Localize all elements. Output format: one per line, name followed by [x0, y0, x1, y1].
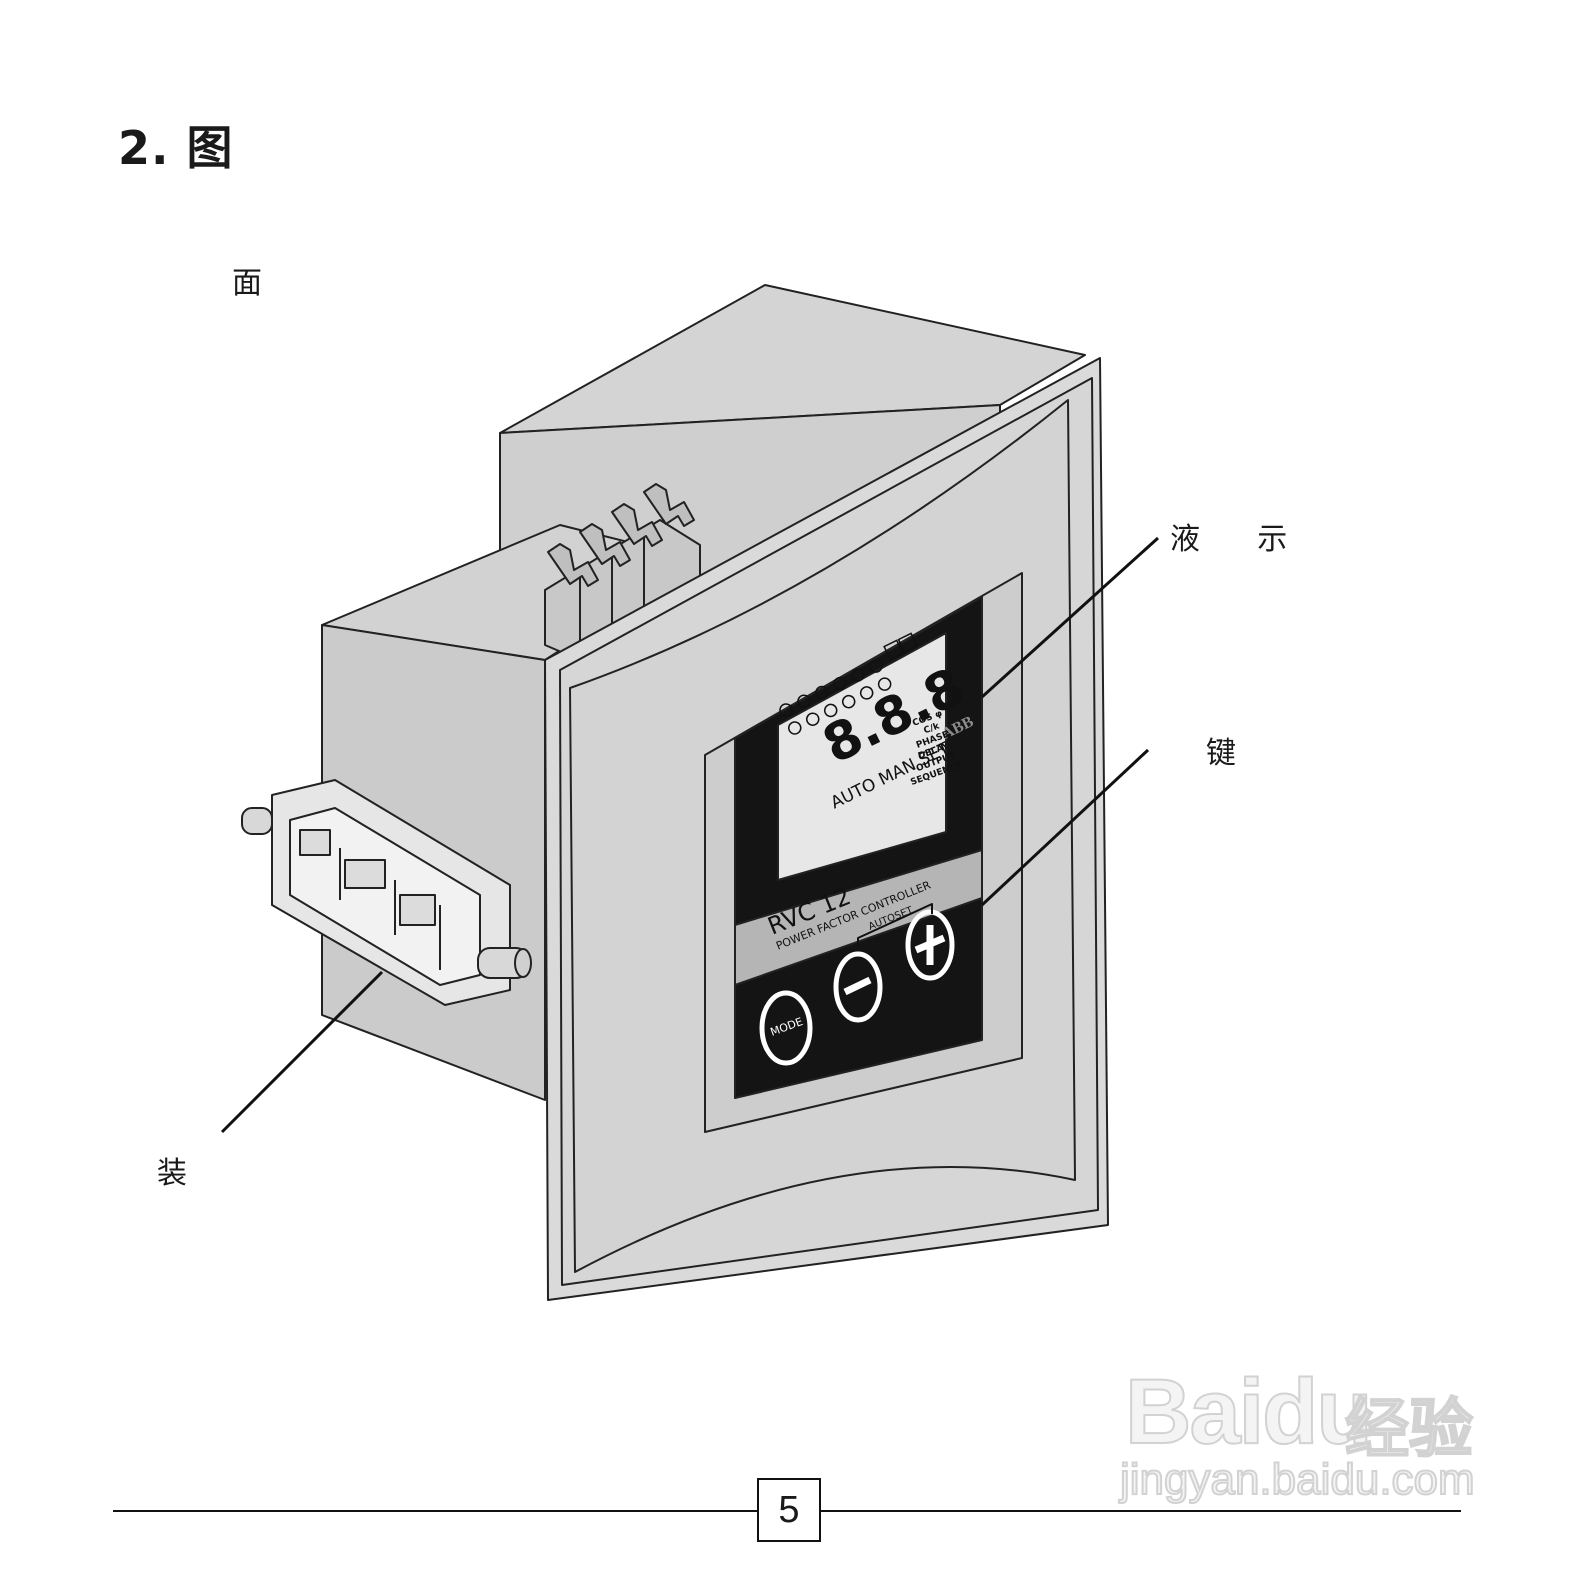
section-heading: 2. 图	[118, 121, 234, 175]
leader-lcd	[980, 536, 1160, 699]
lcd-glass	[777, 632, 947, 881]
indicator-icon	[797, 694, 811, 708]
watermark-logo-cn: 经验	[1344, 1392, 1474, 1468]
indicator-icon	[823, 703, 838, 718]
minus-button	[833, 951, 883, 1023]
callout-mount: 装	[157, 1156, 187, 1191]
callout-keys: 键	[1206, 736, 1236, 771]
callout-lcd: 液 示	[1170, 522, 1288, 557]
leader-keys	[980, 748, 1150, 907]
autoset-bracket	[857, 903, 933, 948]
leader-mount	[220, 970, 384, 1134]
indicator-icon	[779, 703, 793, 717]
mode-button	[759, 990, 813, 1066]
trend-down-icon	[897, 632, 919, 654]
indicator-icon	[869, 659, 883, 673]
indicator-icon	[859, 686, 874, 700]
indicator-icon	[815, 685, 829, 700]
footer-rule-right	[821, 1510, 1461, 1512]
indicator-icon	[841, 694, 856, 709]
trend-up-icon	[883, 639, 904, 661]
mounting-clamp	[241, 779, 532, 1006]
minus-icon	[843, 976, 872, 996]
page-number: 5	[757, 1478, 821, 1542]
indicator-icon	[851, 668, 865, 682]
watermark-url: jingyan.baidu.com	[1119, 1454, 1476, 1505]
indicator-icon	[877, 677, 892, 691]
footer-rule-left	[113, 1510, 757, 1512]
indicator-icon	[788, 721, 802, 735]
indicator-icon	[833, 676, 847, 691]
indicator-icon	[805, 712, 820, 726]
watermark-logo: Baidu	[1124, 1360, 1374, 1464]
callout-panel: 面	[232, 266, 262, 301]
plus-button	[905, 909, 955, 981]
model-band	[734, 849, 983, 986]
